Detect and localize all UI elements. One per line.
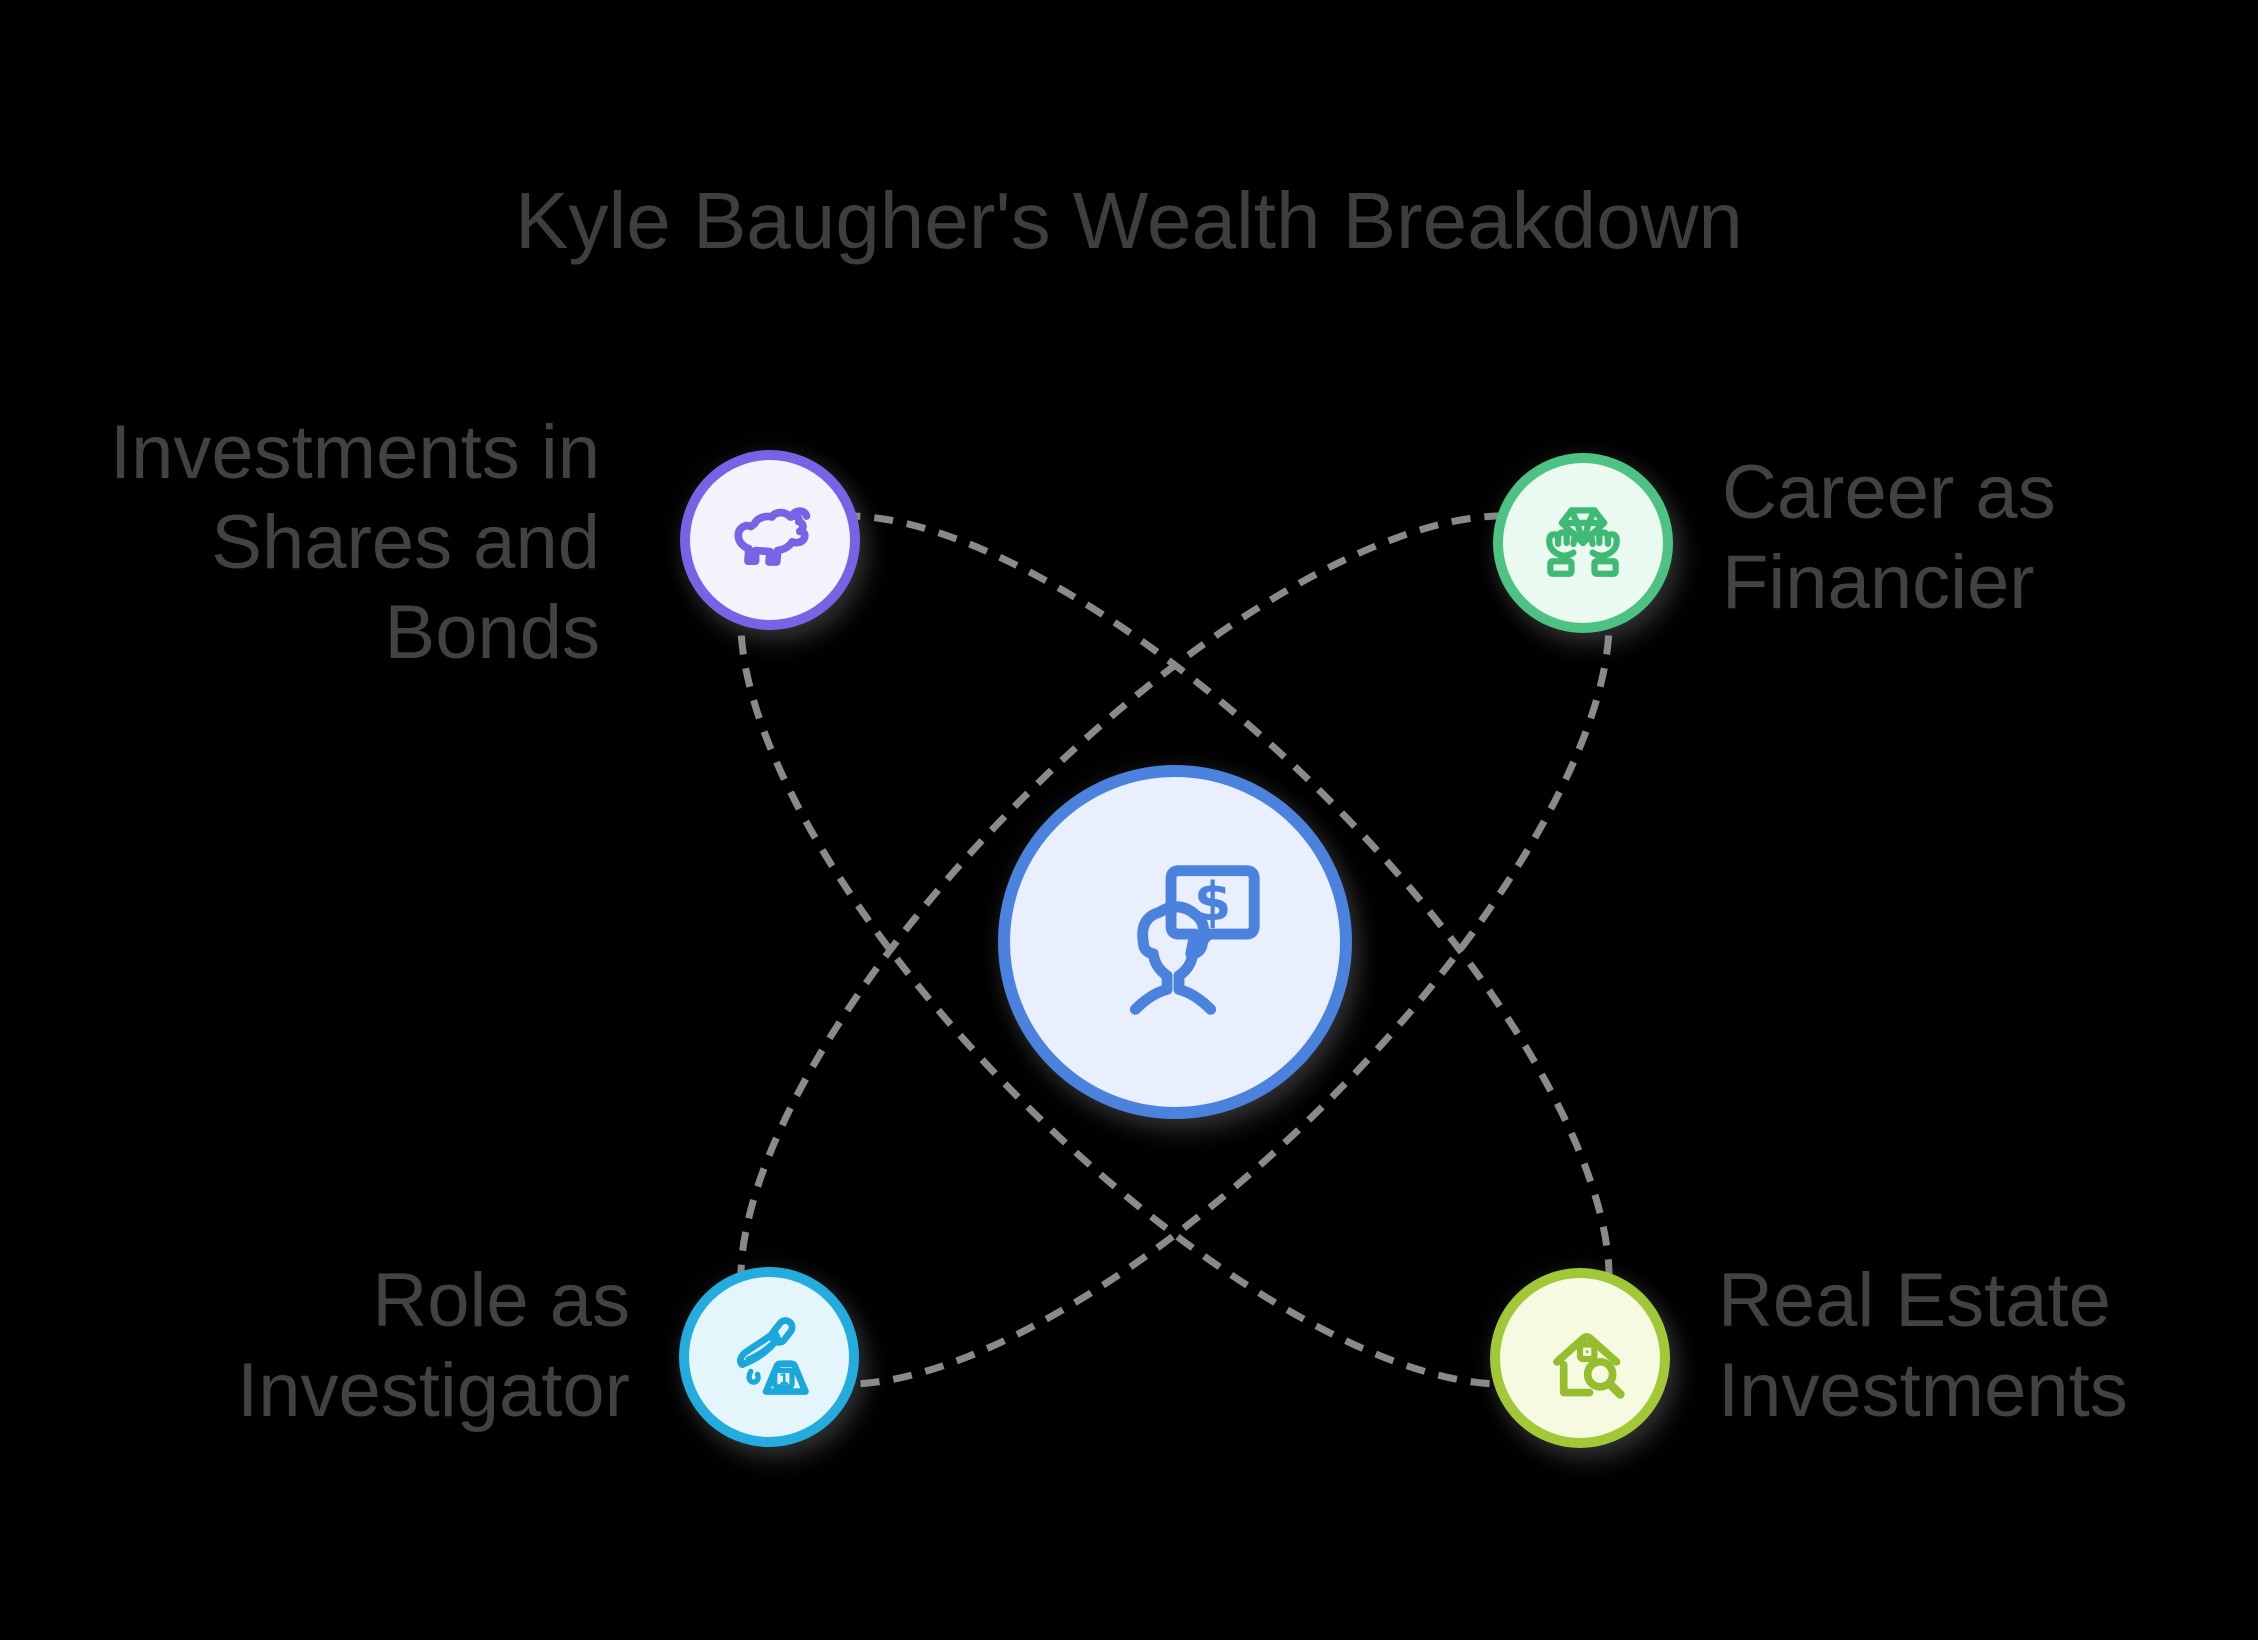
node-career-financier: [1493, 453, 1673, 633]
label-line: Real Estate: [1718, 1258, 2111, 1343]
node-real-estate: [1490, 1268, 1670, 1448]
node-center-advisor: $: [998, 765, 1352, 1119]
label-investigator: Role as Investigator: [80, 1256, 630, 1436]
dollar-sign-glyph: $: [1194, 870, 1231, 933]
label-line: Role as: [372, 1258, 630, 1343]
node-investigator: 1: [679, 1267, 859, 1447]
node-shares-bonds: [680, 450, 860, 630]
diamond-hands-icon: [1546, 507, 1620, 577]
label-line: Shares and: [211, 500, 600, 585]
financial-advisor-icon: $: [1129, 865, 1260, 1015]
label-shares-bonds: Investments in Shares and Bonds: [40, 408, 600, 678]
page-title: Kyle Baugher's Wealth Breakdown: [515, 176, 1743, 265]
label-line: Financier: [1722, 540, 2035, 625]
evidence-marker-number: 1: [779, 1372, 789, 1388]
label-line: Investments in: [110, 410, 600, 495]
label-line: Bonds: [384, 590, 601, 675]
knife-evidence-icon: 1: [737, 1317, 809, 1395]
house-search-icon: [1553, 1333, 1625, 1399]
label-line: Investigator: [237, 1348, 630, 1433]
label-career-financier: Career as Financier: [1722, 448, 2258, 628]
label-real-estate: Real Estate Investments: [1718, 1256, 2258, 1436]
label-line: Career as: [1722, 450, 2056, 535]
label-line: Investments: [1718, 1348, 2128, 1433]
bull-icon: [734, 507, 811, 566]
